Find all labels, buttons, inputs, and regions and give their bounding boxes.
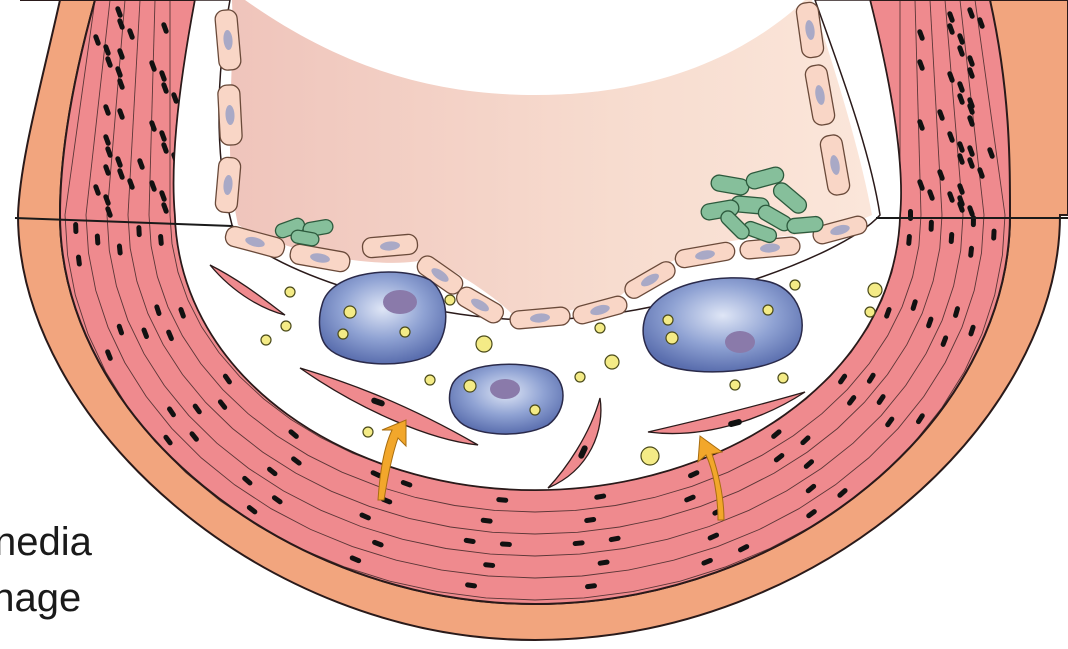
macrophage-label: phage <box>0 578 81 618</box>
media-label: nedia <box>0 522 92 562</box>
macrophage-middle <box>450 364 563 434</box>
macrophage-left <box>320 272 446 364</box>
